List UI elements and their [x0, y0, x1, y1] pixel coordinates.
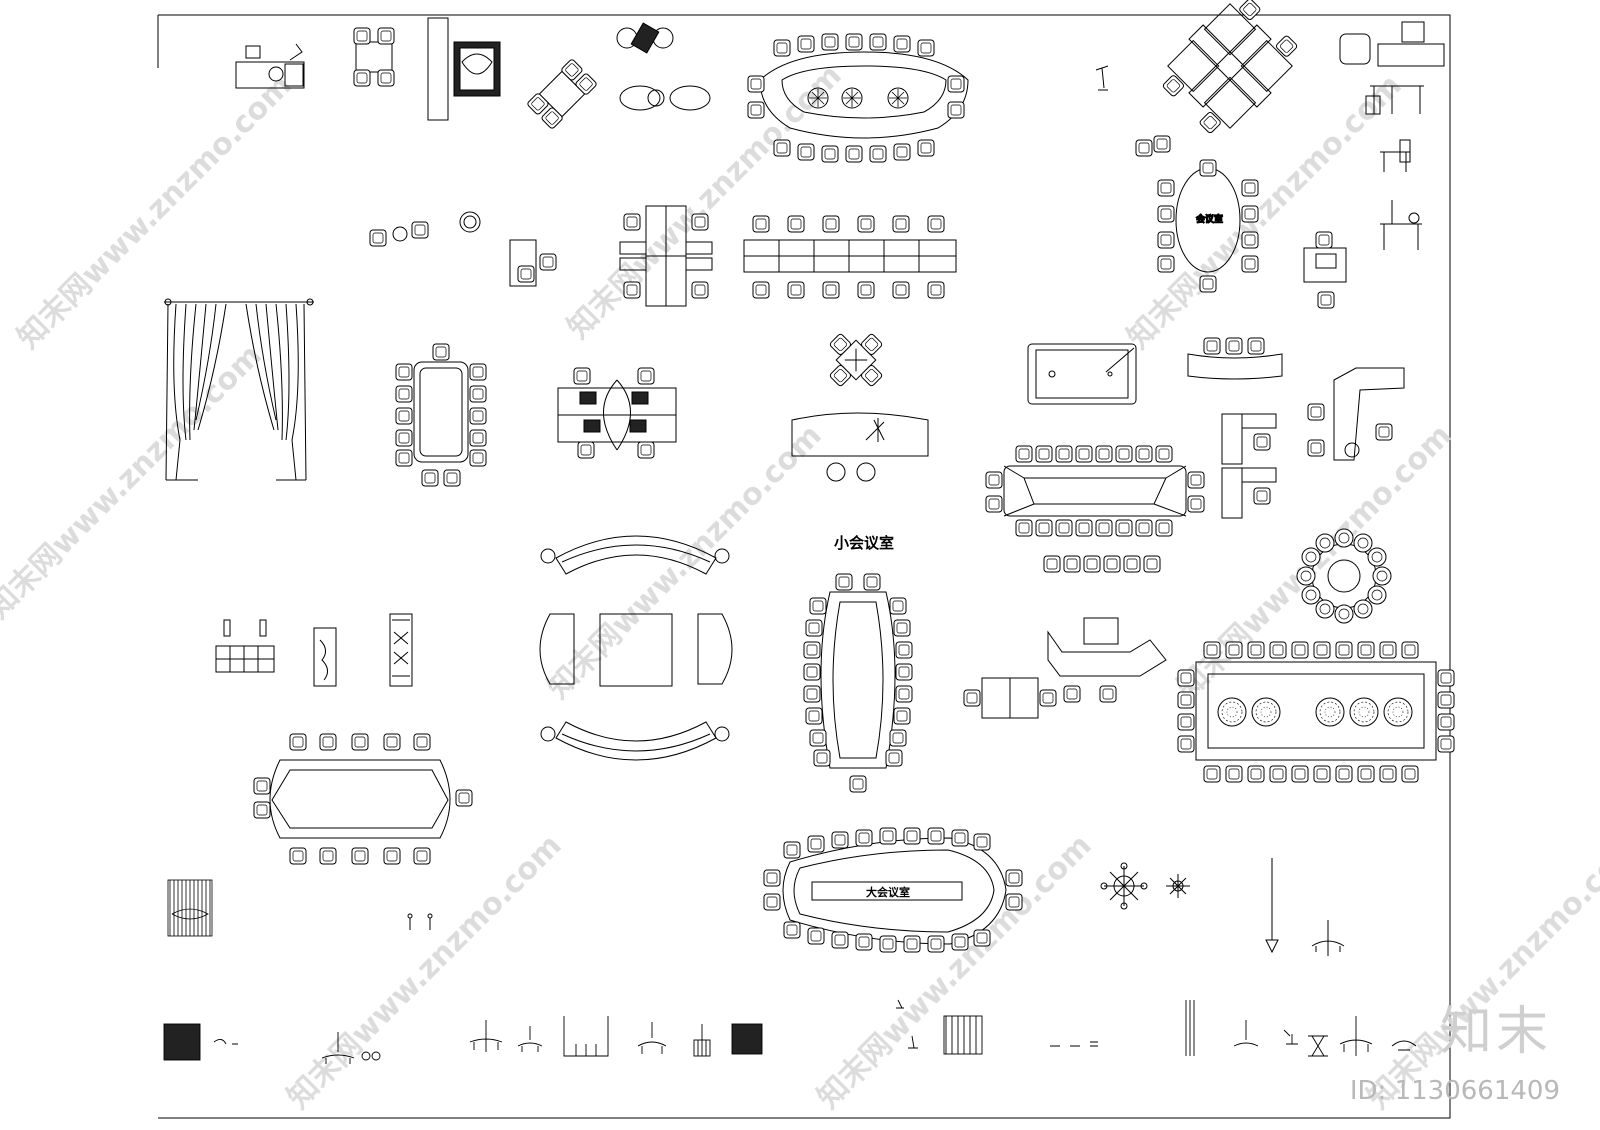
square-table-4-chairs	[526, 58, 598, 130]
bar-stool	[1095, 65, 1109, 91]
chandelier-plan-views	[1100, 862, 1190, 910]
rect-conference-table-14	[395, 343, 487, 487]
double-desk	[963, 677, 1057, 719]
large-meeting-room: 大会议室	[763, 827, 1023, 953]
office-pod-4	[557, 367, 677, 459]
small-meeting-room: 小会议室	[803, 534, 913, 793]
reception-desk-angled	[1047, 617, 1167, 703]
wall-sconces	[407, 913, 433, 930]
workstation-6	[619, 205, 713, 307]
pendant-and-chandelier	[1265, 858, 1345, 956]
large-meeting-room-label: 大会议室	[866, 885, 910, 899]
oval-meeting-table: 会议室	[1157, 159, 1259, 293]
small-desk-chair	[509, 239, 557, 287]
meeting-room-label: 会议室	[1196, 213, 1223, 225]
watermark-site: 知末网www.znzmo.com	[11, 68, 299, 356]
dining-set-small	[353, 27, 395, 87]
conference-table-oval-top	[747, 33, 969, 163]
desk-with-chair	[235, 43, 305, 89]
armchair-pair	[1135, 135, 1171, 157]
curtain-elevation	[164, 298, 314, 481]
drawing-frame	[157, 14, 1451, 1119]
watermark-site: 知末网www.znzmo.com	[281, 828, 569, 1116]
square-table-dining-4	[828, 332, 884, 388]
small-meeting-room-label: 小会议室	[834, 534, 894, 552]
sofa-with-rug	[427, 17, 501, 121]
watermark-site: 知末网www.znzmo.com	[541, 418, 829, 706]
round-dining-table-12	[1296, 528, 1392, 624]
reception-desk-small	[1303, 231, 1347, 309]
brand-watermark: 知末	[1439, 1002, 1552, 1062]
l-desk-partitions	[1221, 413, 1277, 519]
document-id: ID: 1130661409	[1349, 1076, 1560, 1106]
curved-bar-counter	[1187, 337, 1283, 380]
watermark-site: 知末网www.znzmo.com	[811, 828, 1099, 1116]
sofa-set-curved	[539, 535, 733, 761]
chandelier-elevation	[167, 879, 213, 937]
boat-conference-table	[253, 733, 473, 865]
armchair-group	[369, 211, 481, 247]
large-rect-table-with-planters	[1177, 641, 1455, 783]
reception-counter	[791, 412, 929, 482]
watermark-site: 知末网www.znzmo.com	[561, 58, 849, 346]
rect-conference-table-26	[985, 445, 1205, 573]
billiard-table	[1027, 343, 1137, 405]
cross-workstation-4	[1161, 0, 1299, 135]
lounge-chairs-pair	[616, 22, 711, 111]
watermark-site: 知末网www.znzmo.com	[0, 338, 269, 626]
fixture-row-bottom	[163, 999, 1417, 1064]
sideboard-with-lamps	[215, 619, 275, 673]
workstation-rows-12	[743, 215, 957, 299]
watermark-site: 知末网www.znzmo.com	[1361, 828, 1600, 1116]
executive-l-desk	[1307, 367, 1405, 461]
decorative-panels	[313, 613, 413, 687]
desk-elevations-right	[1339, 21, 1445, 250]
